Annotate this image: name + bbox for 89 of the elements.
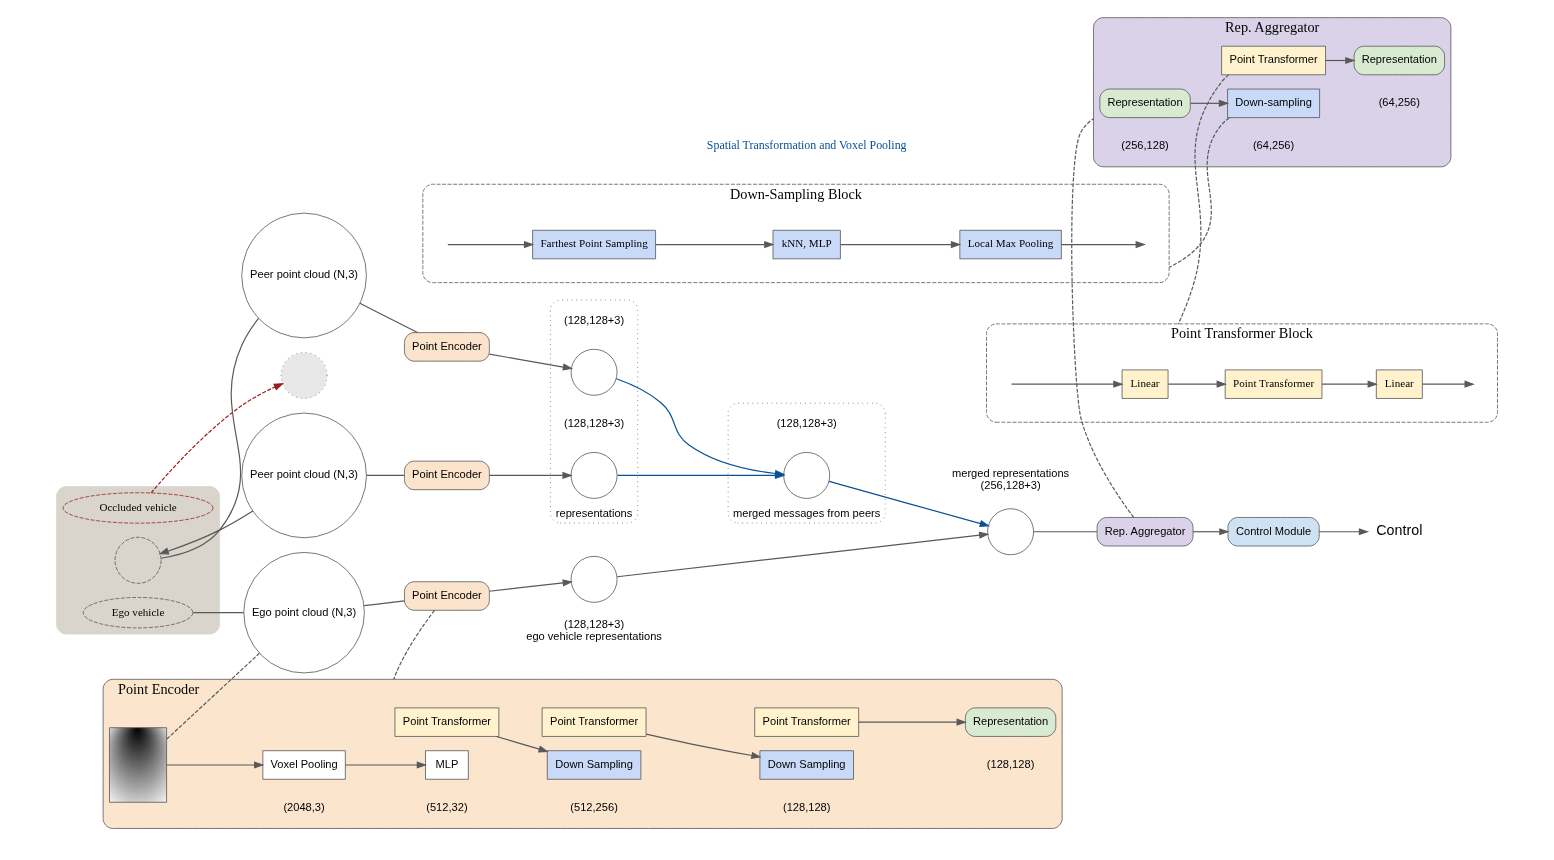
arrow <box>858 718 967 726</box>
node-circle <box>570 348 618 396</box>
connector <box>365 474 405 476</box>
node-picture <box>109 727 167 803</box>
arrow <box>1325 56 1356 65</box>
node-circle: Peer point cloud (N,3) <box>241 212 367 339</box>
arrow <box>166 761 265 769</box>
node-box: Down Sampling <box>759 750 854 780</box>
node-box: Local Max Pooling <box>959 229 1062 260</box>
cluster <box>56 486 220 635</box>
node-label: (64,256) <box>1252 139 1295 152</box>
connector <box>1071 118 1135 518</box>
node-circle <box>570 555 618 603</box>
node-ellipse: Ego vehicle <box>82 597 194 629</box>
node-label: (256,128+3) <box>980 479 1041 492</box>
arrow <box>158 510 254 555</box>
node-circle: Peer point cloud (N,3) <box>241 412 367 539</box>
node-box: MLP <box>425 750 469 780</box>
arrow <box>1421 380 1475 388</box>
node-box: Down-sampling <box>1227 88 1320 118</box>
node-box: Voxel Pooling <box>262 750 346 780</box>
node-text: Control <box>1376 522 1423 539</box>
node-box: kNN, MLP <box>772 229 841 260</box>
node-box: Point Encoder <box>404 581 490 611</box>
arrow <box>1318 528 1370 536</box>
node-box: Linear <box>1375 369 1423 399</box>
arrow <box>655 240 775 249</box>
node-circle <box>987 508 1034 556</box>
node-label: (128,128+3) <box>776 416 837 429</box>
label: Spatial Transformation and Voxel Pooling <box>706 137 907 152</box>
arrow <box>1192 528 1230 536</box>
node-box: Representation <box>1099 88 1191 118</box>
connector <box>363 600 405 607</box>
arrow <box>1190 99 1230 107</box>
node-box: Down Sampling <box>546 750 642 780</box>
node-box: Point Transformer <box>754 707 860 737</box>
node-circle <box>114 536 162 584</box>
node-label: (64,256) <box>1378 96 1420 109</box>
node-box: Rep. Aggregator <box>1096 517 1194 547</box>
connector <box>393 609 436 680</box>
node-label: (128,128+3) <box>564 416 625 429</box>
node-box: Representation <box>1353 45 1445 76</box>
node-circle <box>280 352 328 399</box>
node-box: Point Transformer <box>394 707 500 737</box>
connector <box>1168 117 1230 268</box>
node-label: ego vehicle representations <box>526 629 662 642</box>
node-box: Point Transformer <box>541 707 647 737</box>
node-box: Linear <box>1121 369 1169 399</box>
node-circle: Ego point cloud (N,3) <box>243 552 365 674</box>
connector <box>166 652 261 740</box>
arrow <box>488 353 574 371</box>
connector <box>1177 74 1230 325</box>
node-box: Point Transformer <box>1224 369 1323 399</box>
arrow <box>828 480 991 527</box>
node-circle <box>783 452 831 499</box>
arrow <box>1010 380 1124 388</box>
connector <box>192 612 245 614</box>
node-box: Point Encoder <box>404 332 490 362</box>
node-label: (128,128+3) <box>564 617 625 630</box>
arrow <box>495 735 549 753</box>
node-label: (2048,3) <box>283 800 325 813</box>
node-box: Point Encoder <box>404 460 490 491</box>
node-label: (256,128) <box>1121 139 1169 152</box>
arrow <box>1061 240 1146 249</box>
node-label: (128,128+3) <box>564 313 625 326</box>
connector <box>1033 531 1098 533</box>
connector <box>160 317 260 559</box>
node-label: (512,32) <box>426 800 468 813</box>
node-label: (128,128) <box>986 757 1035 770</box>
node-box: Representation <box>964 707 1057 737</box>
arrow <box>1167 380 1227 388</box>
arrow <box>488 579 573 592</box>
arrow <box>645 733 762 760</box>
arrow <box>839 240 962 249</box>
arrow <box>488 471 573 480</box>
arrow <box>150 382 285 494</box>
node-label: merged representations <box>952 467 1070 480</box>
node-box: Control Module <box>1227 517 1320 547</box>
arrow <box>447 240 535 249</box>
node-ellipse: Occluded vehicle <box>62 492 214 524</box>
node-circle <box>570 452 618 499</box>
node-box: Farthest Point Sampling <box>532 229 656 260</box>
arrow <box>616 531 990 578</box>
arrow <box>344 761 428 769</box>
connector <box>359 302 419 333</box>
node-box: Point Transformer <box>1221 45 1326 76</box>
node-label: (128,128) <box>782 800 831 813</box>
node-label: (512,256) <box>570 800 618 813</box>
arrow <box>1321 380 1378 388</box>
